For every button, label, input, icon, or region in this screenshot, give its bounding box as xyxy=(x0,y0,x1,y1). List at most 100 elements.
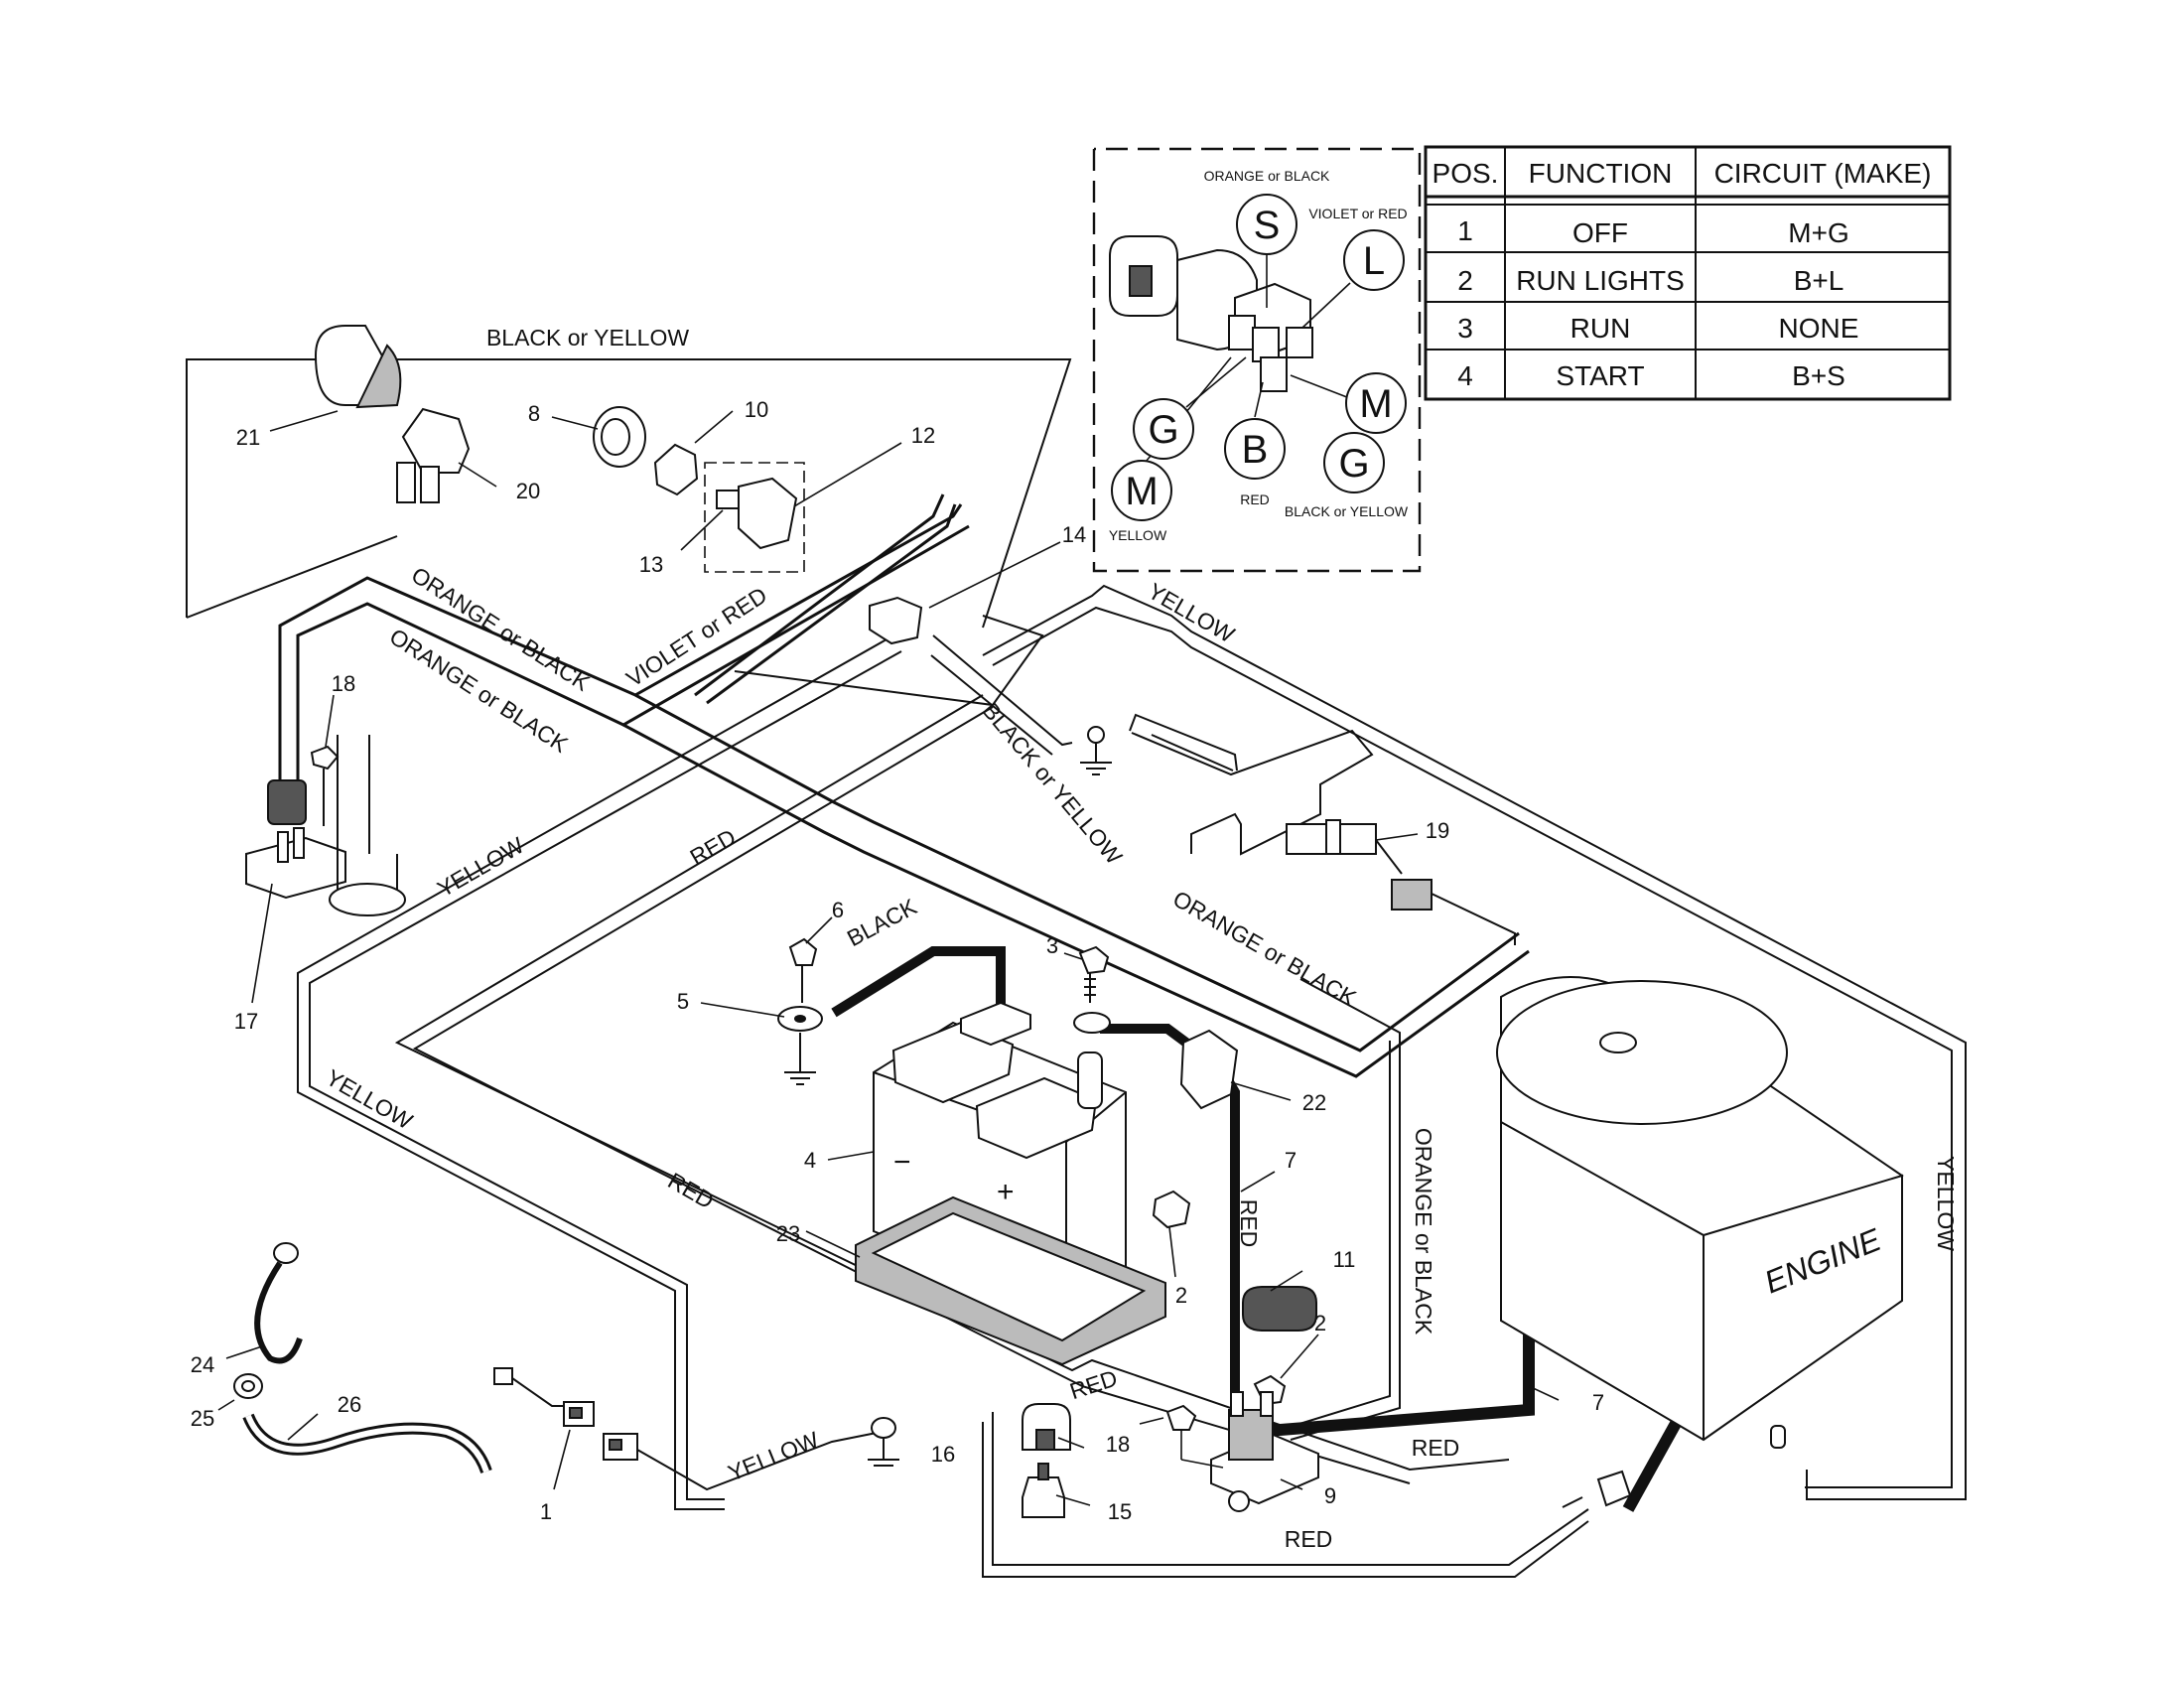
terminal-letter: L xyxy=(1363,239,1385,283)
part-number: 8 xyxy=(528,401,540,426)
terminal-wire-label: YELLOW xyxy=(1109,527,1167,543)
bracket-and-switch-part-19 xyxy=(1129,713,1516,945)
part-number: 2 xyxy=(1175,1283,1187,1308)
wire-label: VIOLET or RED xyxy=(621,582,771,692)
terminal-letter: S xyxy=(1254,204,1281,247)
table-cell: OFF xyxy=(1572,217,1628,248)
headlight-bulb-part-21 xyxy=(314,325,402,409)
wire-label: RED xyxy=(1285,1526,1333,1552)
terminal-letter: G xyxy=(1148,408,1178,452)
cable-part-24 xyxy=(254,1242,303,1364)
part-number: 16 xyxy=(931,1442,955,1467)
part-number: 17 xyxy=(234,1009,258,1034)
dash-panel-outline xyxy=(186,358,1072,629)
engine: ENGINE xyxy=(1496,976,1904,1508)
table-cell: 3 xyxy=(1457,313,1473,344)
terminal-l: L VIOLET or RED xyxy=(1308,206,1408,291)
part-number: 11 xyxy=(1333,1247,1356,1272)
part-number: 15 xyxy=(1108,1499,1132,1524)
part-number: 1 xyxy=(540,1499,552,1524)
part-number: 7 xyxy=(1592,1390,1604,1415)
wire-label: RED xyxy=(663,1168,718,1214)
part-number: 23 xyxy=(776,1221,800,1246)
part-number: 5 xyxy=(677,989,689,1014)
terminal-letter: M xyxy=(1125,470,1158,513)
bezel-part-8 xyxy=(593,406,646,468)
table-cell: 2 xyxy=(1457,265,1473,296)
wire-label: RED xyxy=(685,824,740,871)
terminal-letter: B xyxy=(1242,428,1269,472)
table-cell: START xyxy=(1556,360,1644,391)
part-number: 10 xyxy=(745,397,768,422)
table-cell: RUN xyxy=(1570,313,1631,344)
part-number: 4 xyxy=(804,1148,816,1173)
ignition-key-icon xyxy=(1109,235,1313,392)
nut-part-2-battery xyxy=(1152,1190,1191,1229)
bolt-part-3 xyxy=(1073,945,1111,1034)
part-numbers: 1 2 2 3 4 5 6 7 7 8 9 10 11 12 13 14 15 … xyxy=(191,397,1604,1524)
table-cell: M+G xyxy=(1788,217,1848,248)
part-number: 19 xyxy=(1426,818,1449,843)
table-cell: RUN LIGHTS xyxy=(1516,265,1685,296)
terminal-m-right: M xyxy=(1345,372,1407,434)
part-number: 6 xyxy=(832,898,844,922)
wire-label: RED xyxy=(1066,1365,1120,1405)
part-number: 18 xyxy=(1106,1432,1130,1457)
part-number: 14 xyxy=(1062,522,1086,547)
part-number: 18 xyxy=(332,671,355,696)
wire-label: RED xyxy=(1236,1199,1262,1248)
table-cell: 1 xyxy=(1457,215,1473,246)
part-number: 25 xyxy=(191,1406,214,1431)
terminal-m-left: M YELLOW xyxy=(1109,460,1172,543)
table-header-circuit: CIRCUIT (MAKE) xyxy=(1714,158,1932,189)
lamp-socket-part-20 xyxy=(396,407,471,503)
part-number: 3 xyxy=(1046,933,1058,958)
leader-lines xyxy=(217,410,1560,1506)
battery-plus-label: + xyxy=(997,1176,1015,1208)
wire-label: BLACK xyxy=(843,893,921,951)
table-cell: NONE xyxy=(1779,313,1859,344)
wire-label: BLACK or YELLOW xyxy=(486,325,689,351)
terminal-letter: G xyxy=(1338,442,1369,486)
bolt-part-18-lower xyxy=(1165,1404,1224,1469)
wire-label: YELLOW xyxy=(1144,578,1239,648)
ground-terminal-part-5 xyxy=(777,1006,823,1085)
wire-label: BLACK or YELLOW xyxy=(978,697,1128,869)
table-cell: B+L xyxy=(1794,265,1844,296)
part-number: 12 xyxy=(911,423,935,448)
clip-part-25 xyxy=(233,1373,263,1399)
terminal-wire-label: BLACK or YELLOW xyxy=(1285,503,1409,519)
part-number: 22 xyxy=(1302,1090,1326,1115)
wire-label: RED xyxy=(1412,1435,1460,1461)
terminal-g-right: G BLACK or YELLOW xyxy=(1285,432,1409,519)
part-number: 26 xyxy=(338,1392,361,1417)
wire-harness xyxy=(278,493,1967,1578)
connector-part-14 xyxy=(869,596,923,645)
terminal-wire-label: RED xyxy=(1240,491,1270,507)
bolt-part-6 xyxy=(788,937,818,1003)
fuse-part-15 xyxy=(1022,1463,1065,1518)
terminal-wire-label: ORANGE or BLACK xyxy=(1204,168,1330,184)
table-cell: B+S xyxy=(1792,360,1845,391)
part-number: 7 xyxy=(1285,1148,1297,1173)
terminal-letter: M xyxy=(1359,382,1392,426)
fuse-holder-part-16 xyxy=(1022,1403,1071,1451)
part-number: 2 xyxy=(1314,1311,1326,1335)
wire-label: ORANGE or BLACK xyxy=(1411,1128,1436,1335)
battery-tray-part-23 xyxy=(855,1195,1166,1366)
terminal-boot-part-22 xyxy=(1179,1029,1239,1110)
harness-connector-part-1 xyxy=(493,1367,899,1491)
terminal-cover-part-11 xyxy=(1242,1286,1317,1332)
wire-label: YELLOW xyxy=(725,1426,823,1485)
ignition-switch-part-12 xyxy=(704,462,805,573)
seat-switch-part-17 xyxy=(245,735,406,916)
battery-minus-label: − xyxy=(893,1146,911,1179)
table-header-function: FUNCTION xyxy=(1529,158,1673,189)
nut-part-10 xyxy=(653,443,699,496)
bolt-part-18-upper xyxy=(310,745,340,826)
terminal-wire-label: VIOLET or RED xyxy=(1308,206,1407,221)
terminal-s: S ORANGE or BLACK xyxy=(1204,168,1330,255)
ground-symbol-top xyxy=(1080,726,1112,775)
wire-label: YELLOW xyxy=(433,832,528,903)
terminal-b: B RED xyxy=(1224,418,1286,507)
